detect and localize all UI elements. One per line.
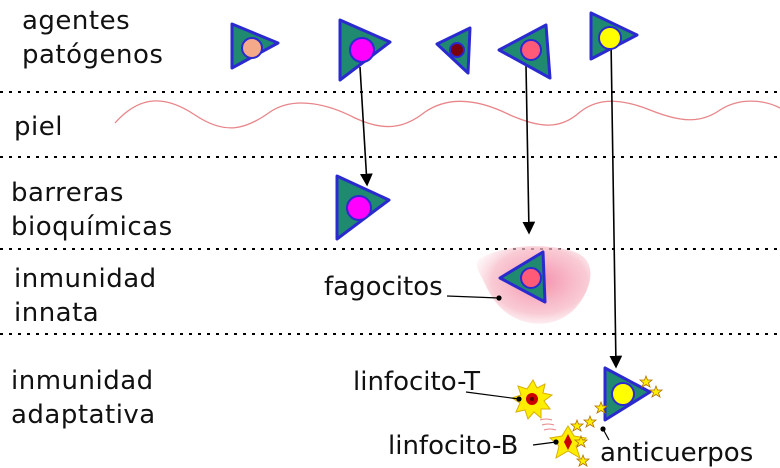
t-lymphocyte-signal-marks — [539, 418, 557, 431]
callout-t-lymphocyte: linfocito-T — [353, 367, 480, 397]
label-line: agentes — [22, 6, 131, 36]
pathogen-3 — [435, 26, 472, 75]
callout-b-lymphocyte: linfocito-B — [388, 431, 519, 461]
callout-antibodies: anticuerpos — [600, 438, 754, 468]
t-lymphocyte-leader — [465, 391, 522, 402]
t-lymphocyte — [510, 379, 554, 420]
label-line: inmunidad — [11, 366, 154, 396]
arrow-to-innate-immunity — [522, 64, 536, 235]
label-line: bioquímicas — [11, 212, 173, 242]
pathogen-1 — [230, 22, 280, 70]
label-line: innata — [14, 298, 100, 328]
pathogen-2 — [338, 18, 392, 82]
antibodies-leader — [600, 426, 610, 441]
label-line: adaptativa — [11, 400, 156, 430]
label-innate-immunity: inmunidad innata — [14, 262, 157, 330]
label-pathogenic-agents: agentes patógenos — [22, 4, 163, 72]
phagocytes-leader — [446, 295, 502, 301]
pathogen-innate-layer — [498, 250, 547, 304]
arrow-to-biochemical-barriers — [359, 66, 373, 187]
skin-wave-line — [114, 100, 780, 129]
label-adaptive-immunity: inmunidad adaptativa — [11, 364, 156, 432]
label-biochemical-barriers: barreras bioquímicas — [11, 176, 173, 244]
label-line: piel — [14, 112, 63, 142]
label-line: barreras — [11, 178, 124, 208]
label-line: patógenos — [22, 40, 164, 70]
pathogen-5 — [589, 11, 639, 61]
pathogen-adaptive-layer — [603, 366, 652, 422]
pathogen-4 — [497, 23, 552, 80]
label-line: inmunidad — [14, 264, 157, 294]
callout-phagocytes: fagocitos — [324, 272, 443, 302]
b-lymphocyte — [548, 425, 588, 460]
b-lymphocyte-leader — [532, 439, 559, 446]
pathogen-biochemical-layer — [335, 174, 391, 241]
arrow-to-adaptive-immunity — [609, 39, 623, 369]
label-skin: piel — [14, 110, 63, 144]
antibody-stars — [569, 374, 664, 467]
